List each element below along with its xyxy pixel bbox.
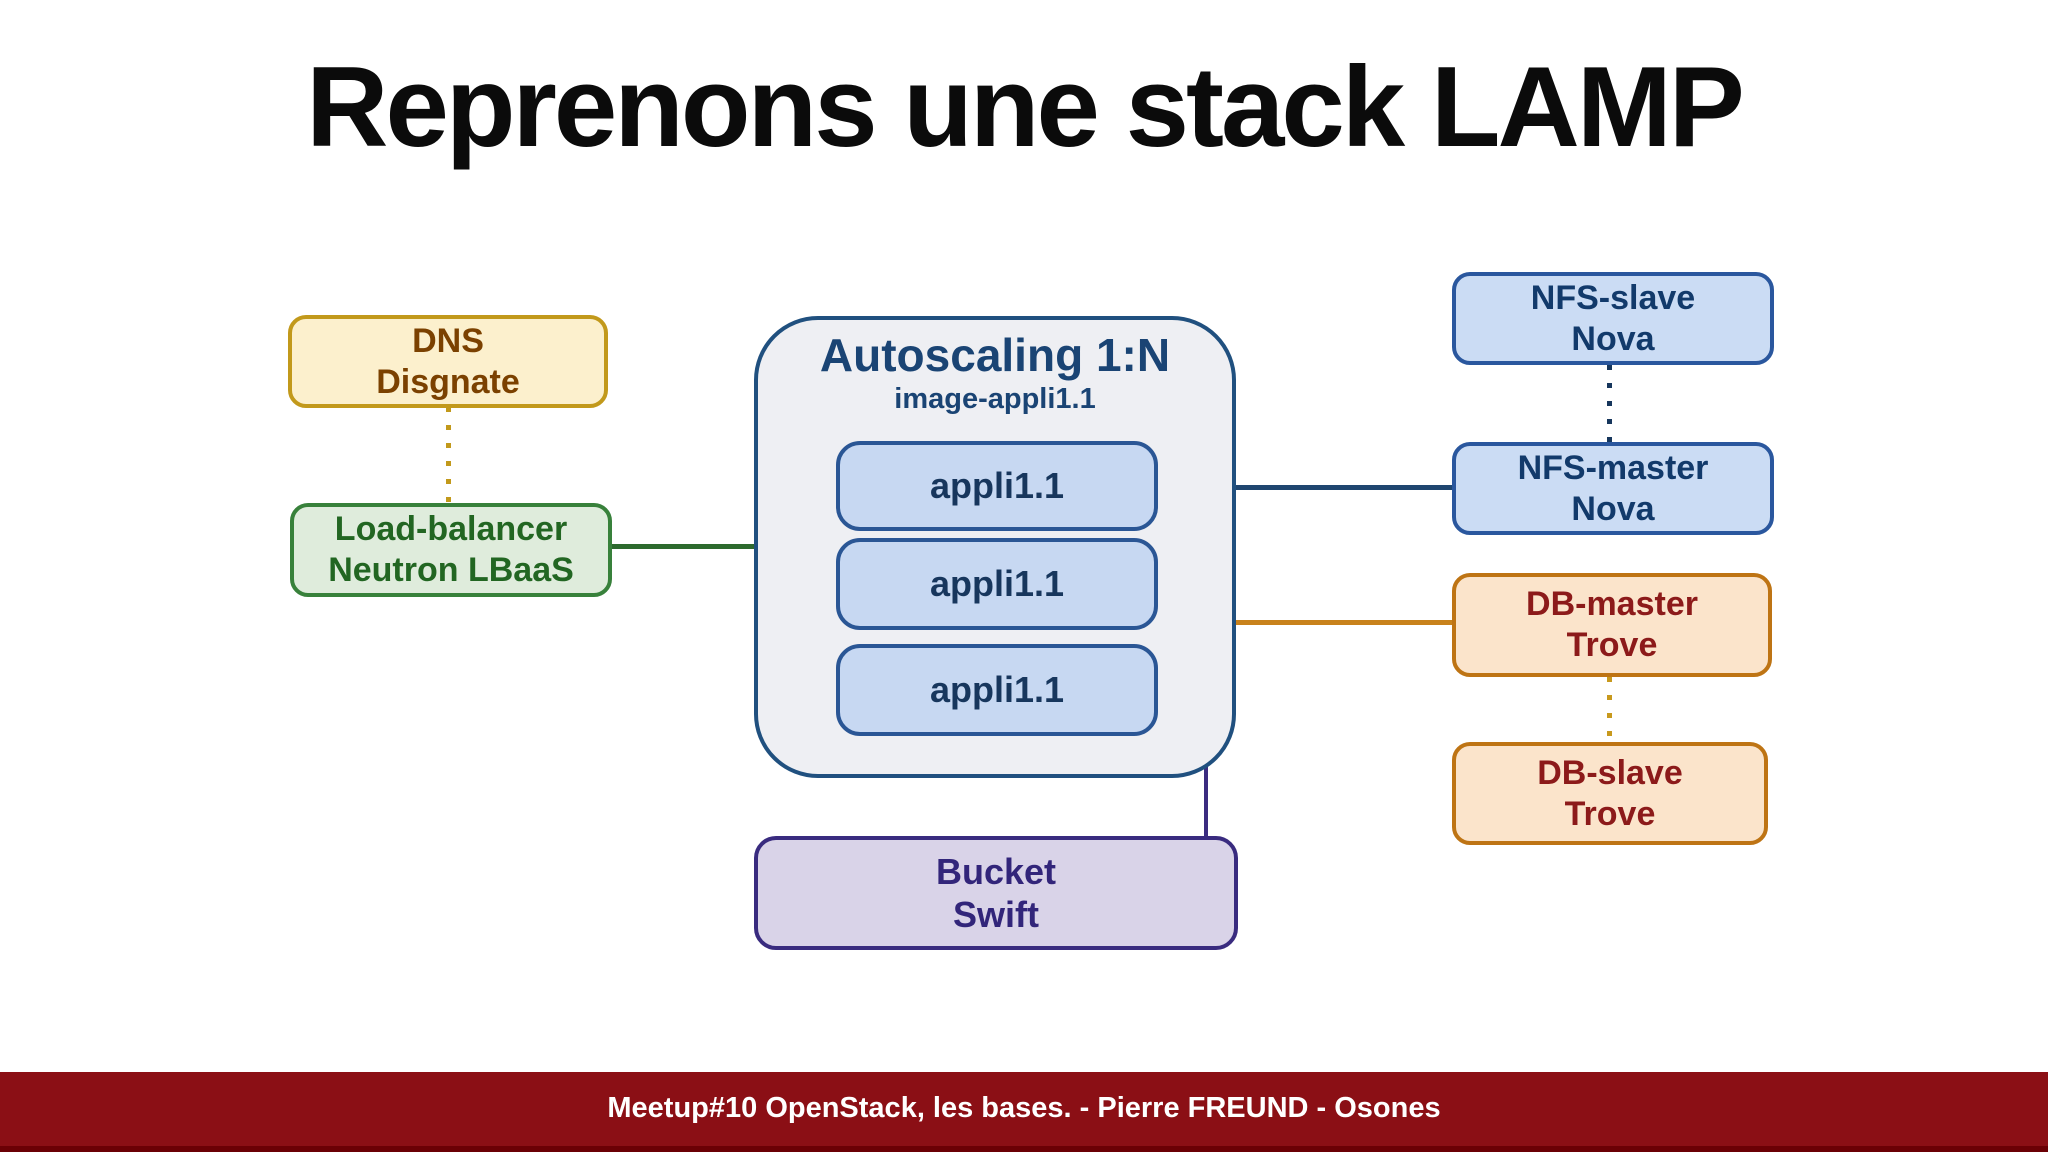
node-nfs-slave-line2: Nova xyxy=(1571,319,1655,358)
node-db-master-line1: DB-master xyxy=(1526,585,1698,624)
node-db-master-line2: Trove xyxy=(1566,626,1658,664)
node-db-slave-line2: Trove xyxy=(1564,794,1656,833)
node-lb-line1: Load-balancer xyxy=(334,510,568,549)
node-nfs-slave-line1: NFS-slave xyxy=(1530,278,1696,317)
node-appli-2-label: appli1.1 xyxy=(929,563,1065,605)
node-appli-1: appli1.1 xyxy=(836,441,1158,531)
connector-lb-to-autoscaling xyxy=(610,544,756,549)
node-nfs-master: NFS-master Nova xyxy=(1452,442,1774,535)
node-nfs-master-line2: Nova xyxy=(1571,489,1655,528)
slide-title: Reprenons une stack LAMP xyxy=(306,44,1745,171)
connector-db-master-to-slave-dotted xyxy=(1607,677,1612,742)
connector-nfs-slave-to-master-dotted xyxy=(1607,365,1612,442)
node-dns-line2: Disgnate xyxy=(376,362,520,401)
node-appli-2: appli1.1 xyxy=(836,538,1158,630)
connector-autoscaling-to-db-master xyxy=(1234,620,1452,625)
group-autoscaling-subtitle: image-appli1.1 xyxy=(894,382,1096,415)
node-db-slave: DB-slave Trove xyxy=(1452,742,1768,845)
node-load-balancer: Load-balancer Neutron LBaaS xyxy=(290,503,612,597)
group-autoscaling-title: Autoscaling 1:N xyxy=(819,329,1171,381)
footer-text: Meetup#10 OpenStack, les bases. - Pierre… xyxy=(607,1092,1441,1124)
node-dns-designate: DNS Disgnate xyxy=(288,315,608,408)
node-db-slave-line1: DB-slave xyxy=(1537,753,1683,792)
node-dns-line1: DNS xyxy=(412,321,484,360)
node-bucket-swift: Bucket Swift xyxy=(754,836,1238,950)
node-nfs-master-line1: NFS-master xyxy=(1517,448,1709,487)
node-nfs-slave: NFS-slave Nova xyxy=(1452,272,1774,365)
node-appli-3: appli1.1 xyxy=(836,644,1158,736)
node-appli-3-label: appli1.1 xyxy=(929,669,1065,711)
node-bucket-line2: Swift xyxy=(953,894,1039,935)
footer-bar: Meetup#10 OpenStack, les bases. - Pierre… xyxy=(0,1072,2048,1152)
connector-dns-to-lb-dotted xyxy=(446,407,451,503)
node-lb-line2: Neutron LBaaS xyxy=(328,551,574,589)
node-appli-1-label: appli1.1 xyxy=(929,465,1065,507)
node-bucket-line1: Bucket xyxy=(935,850,1057,892)
connector-autoscaling-to-nfs-master xyxy=(1234,485,1452,490)
node-db-master: DB-master Trove xyxy=(1452,573,1772,677)
